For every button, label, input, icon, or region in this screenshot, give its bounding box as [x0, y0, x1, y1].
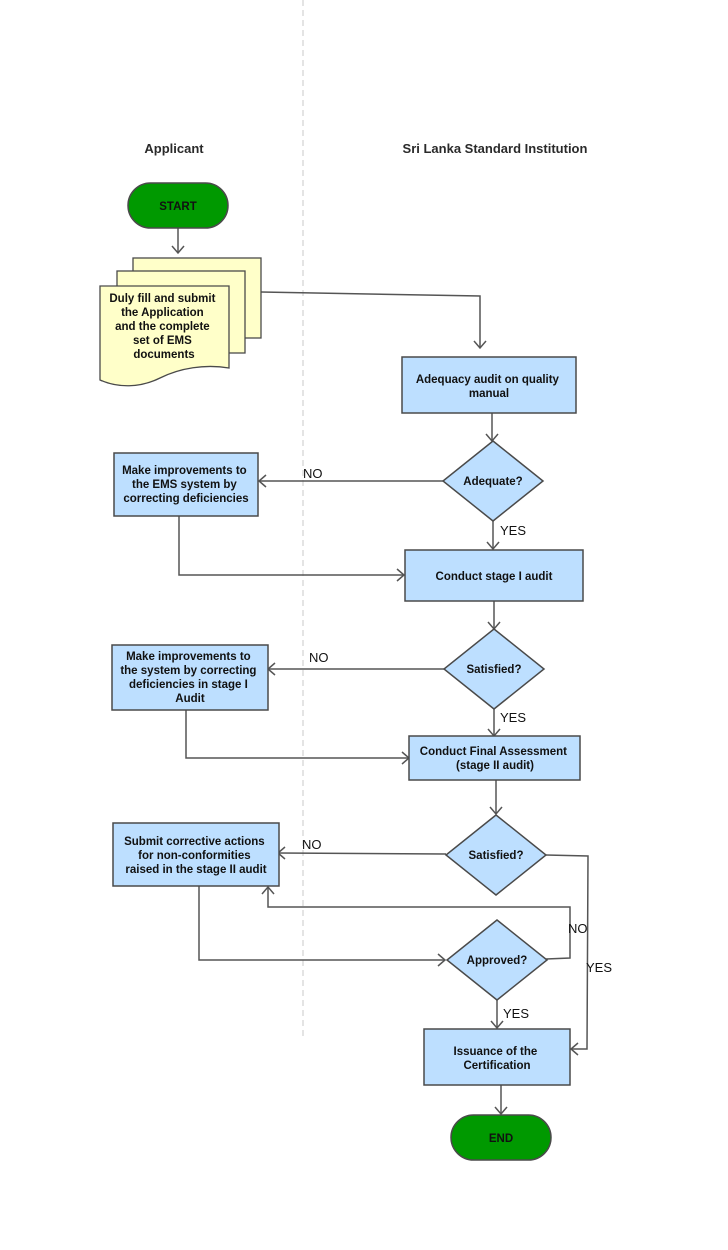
satisfied2-decision: Satisfied? — [444, 814, 548, 896]
document-sheet-front — [99, 285, 230, 387]
adequate-no-label: NO — [303, 466, 323, 481]
final-assessment-node: Conduct Final Assessment (stage II audit… — [408, 735, 581, 781]
arrowhead — [171, 245, 185, 255]
start-label: START — [159, 201, 196, 213]
approved-no-label: NO — [568, 921, 588, 936]
adequate-yes-label: YES — [500, 523, 526, 538]
edges — [171, 228, 589, 1116]
stage1-audit-node: Conduct stage I audit — [404, 549, 584, 602]
satisfied2-yes-label: YES — [586, 960, 612, 975]
edge-approved-no — [267, 887, 571, 960]
satisfied1-yes-label: YES — [500, 710, 526, 725]
satisfied1-no-label: NO — [309, 650, 329, 665]
edge-documents-to-adequacy — [260, 291, 481, 347]
stage1-audit-label: Conduct stage I audit — [436, 571, 553, 583]
arrowhead — [486, 541, 500, 551]
edge-improve-stage1-to-final — [185, 710, 409, 759]
submit-documents-node: Duly fill and submit the Application and… — [99, 257, 262, 387]
end-label: END — [489, 1133, 513, 1145]
improve-ems-node: Make improvements to the EMS system by c… — [113, 452, 259, 517]
satisfied1-decision: Satisfied? — [442, 628, 546, 710]
lane-title-applicant: Applicant — [144, 141, 204, 156]
submit-documents-label: Duly fill and submit the Application and… — [109, 293, 218, 361]
adequacy-audit-label: Adequacy audit on quality manual — [416, 374, 562, 400]
edge-satisfied2-yes — [545, 854, 589, 1050]
approved-yes-label: YES — [503, 1006, 529, 1021]
arrowhead — [490, 1020, 504, 1030]
issuance-label: Issuance of the Certification — [454, 1046, 541, 1072]
improve-ems-label: Make improvements to the EMS system by c… — [122, 465, 250, 505]
adequacy-audit-node: Adequacy audit on quality manual — [401, 356, 577, 414]
improve-stage1-label: Make improvements to the system by corre… — [120, 651, 259, 705]
arrowhead — [494, 1106, 508, 1116]
edge-corrective-to-approved — [198, 886, 445, 961]
end-node: END — [450, 1114, 552, 1161]
adequate-decision: Adequate? — [441, 440, 545, 522]
start-node: START — [127, 182, 229, 229]
approved-label: Approved? — [467, 955, 528, 967]
arrowhead — [569, 1042, 579, 1056]
arrowhead — [437, 953, 447, 967]
satisfied1-label: Satisfied? — [467, 664, 522, 676]
satisfied2-label: Satisfied? — [469, 850, 524, 862]
arrowhead — [489, 806, 503, 816]
arrowhead — [396, 568, 406, 582]
edge-satisfied2-no — [277, 852, 447, 855]
corrective-actions-node: Submit corrective actions for non-confor… — [112, 822, 280, 887]
lane-title-institution: Sri Lanka Standard Institution — [403, 141, 588, 156]
edge-improve-ems-to-stage1 — [178, 516, 404, 576]
improve-stage1-node: Make improvements to the system by corre… — [111, 644, 269, 711]
arrowhead — [261, 885, 275, 895]
approved-decision: Approved? — [445, 919, 549, 1001]
final-assessment-label: Conduct Final Assessment (stage II audit… — [420, 746, 570, 772]
issuance-node: Issuance of the Certification — [423, 1028, 571, 1086]
adequate-label: Adequate? — [463, 476, 522, 488]
corrective-actions-label: Submit corrective actions for non-confor… — [124, 836, 268, 876]
arrowhead — [473, 340, 487, 350]
arrowhead — [257, 474, 267, 488]
satisfied2-no-label: NO — [302, 837, 322, 852]
